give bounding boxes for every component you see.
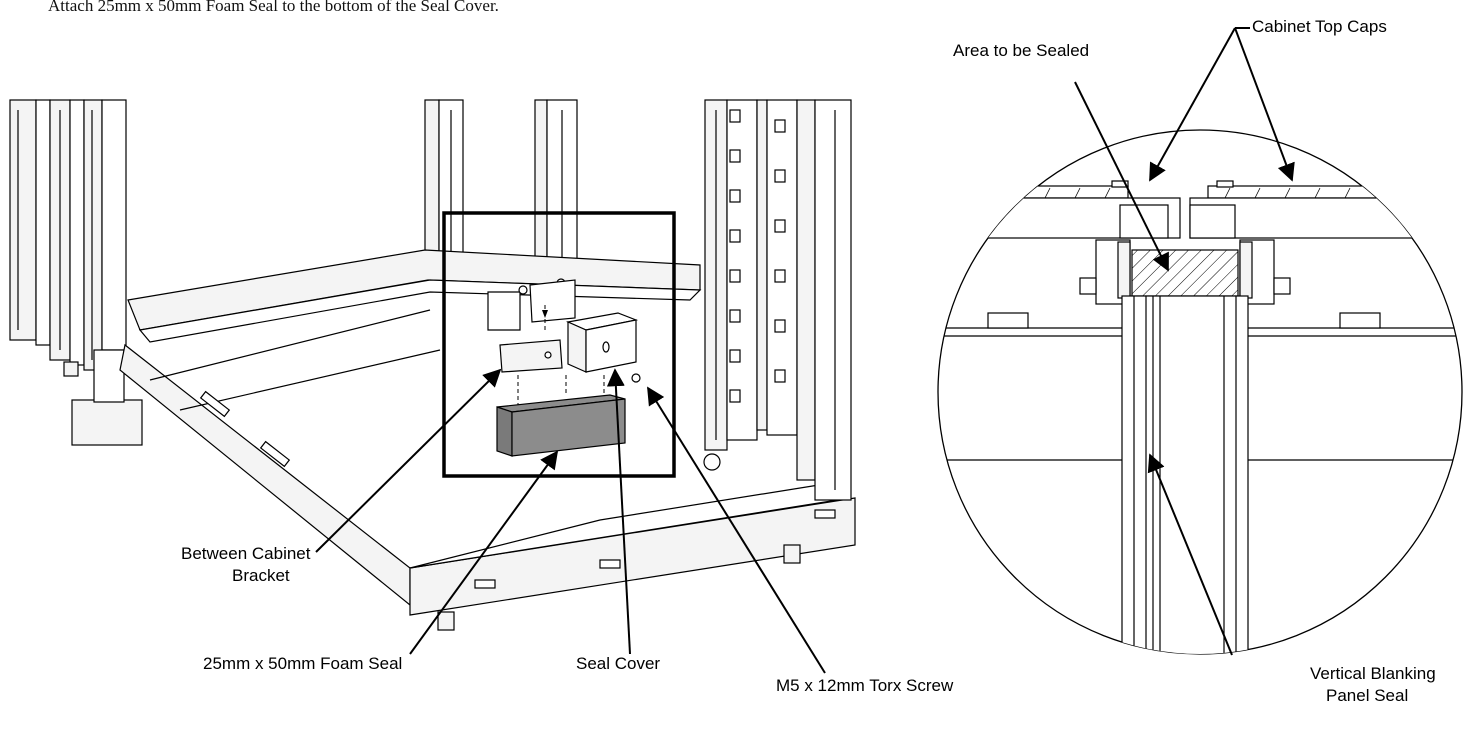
right-leader-lines	[1074, 27, 1295, 656]
left-leader-lines	[315, 368, 826, 674]
left-cabinet-posts	[9, 99, 143, 446]
label-area-to-be-sealed: Area to be Sealed	[953, 41, 1090, 60]
label-seal-cover: Seal Cover	[576, 654, 661, 673]
alignment-guides	[517, 305, 605, 405]
detail-highlight-box	[442, 211, 676, 478]
label-torx-screw: M5 x 12mm Torx Screw	[776, 676, 954, 695]
right-cabinet-posts	[703, 99, 852, 501]
label-foam-seal: 25mm x 50mm Foam Seal	[203, 654, 403, 673]
label-between-cabinet-line1: Between Cabinet	[181, 544, 311, 563]
step-caption: Attach 25mm x 50mm Foam Seal to the bott…	[48, 0, 499, 15]
label-vertical-seal-line1: Vertical Blanking	[1310, 664, 1436, 683]
rear-frame	[424, 99, 578, 306]
cabinet-drawing	[9, 99, 856, 631]
between-cabinet-bracket	[487, 278, 576, 373]
label-between-cabinet-line2: Bracket	[232, 566, 290, 585]
label-cabinet-top-caps: Cabinet Top Caps	[1252, 17, 1387, 36]
label-vertical-seal-line2: Panel Seal	[1326, 686, 1409, 705]
torx-screw	[631, 373, 641, 383]
foam-seal	[496, 394, 626, 457]
seal-cover	[565, 312, 639, 373]
base-frame	[63, 249, 856, 631]
guide-arrow	[542, 310, 548, 318]
